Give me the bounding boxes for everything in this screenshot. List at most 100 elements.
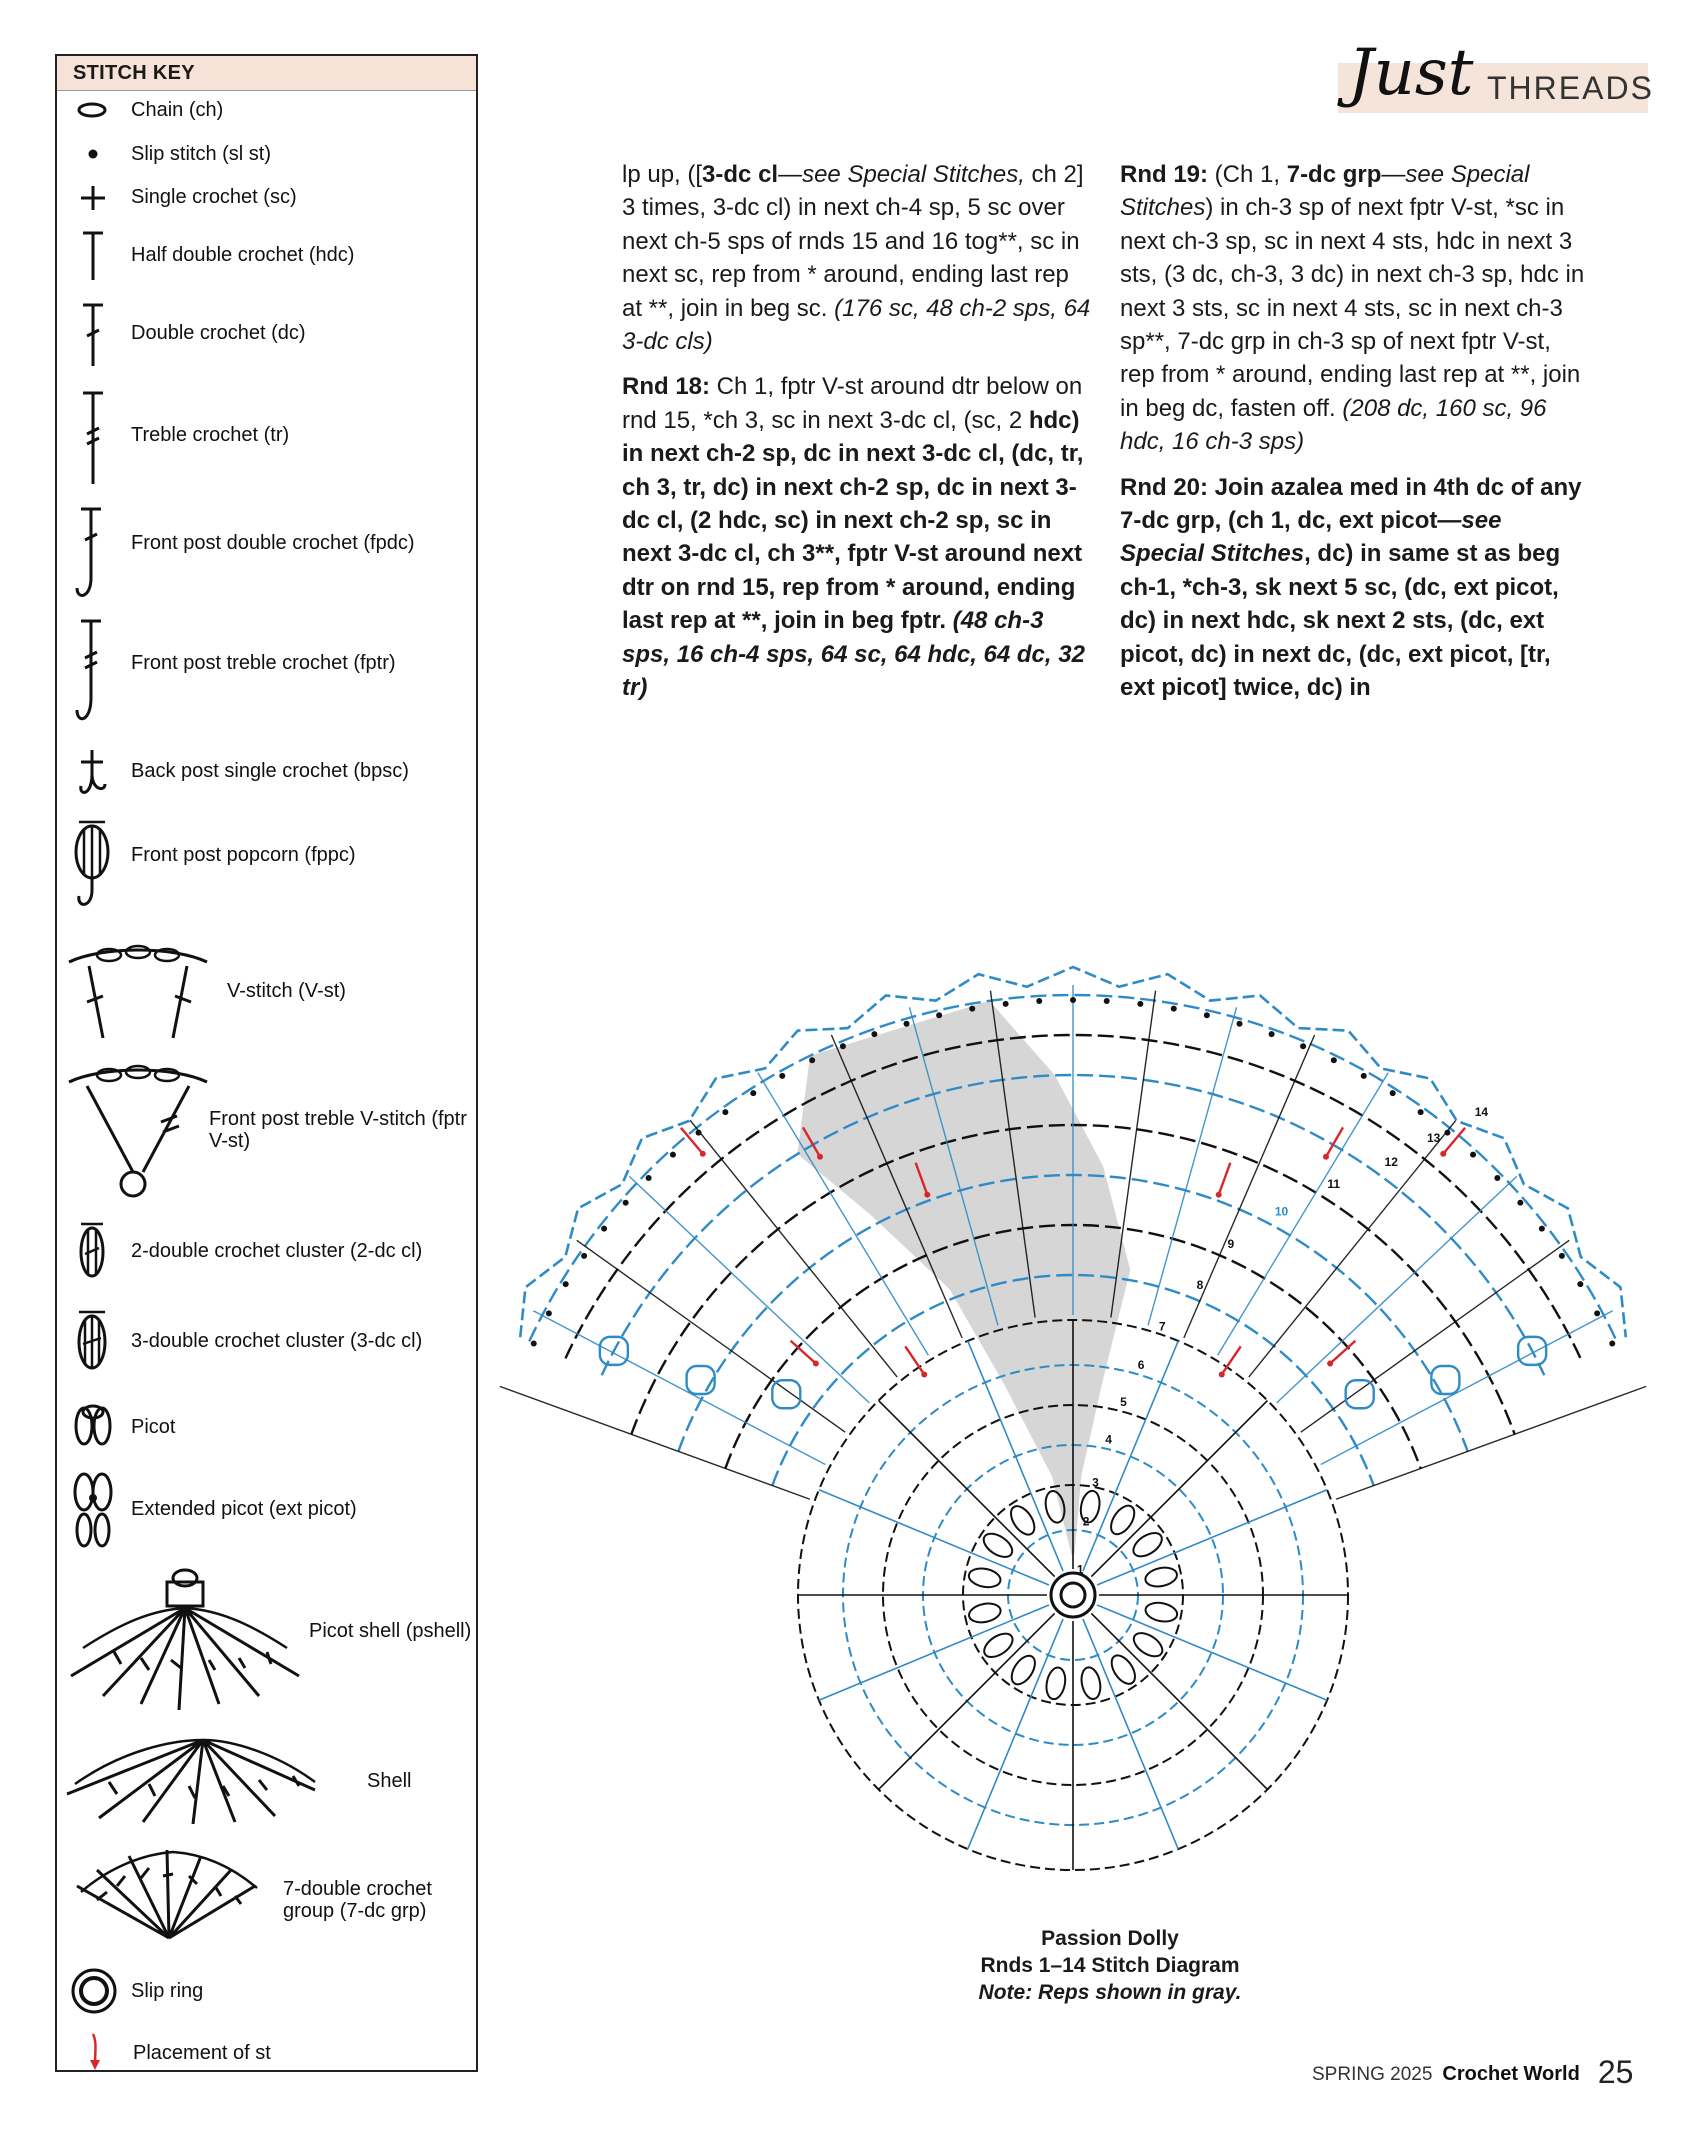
key-item-3-dc-cluster: 3-double crochet cluster (3-dc cl) bbox=[57, 1306, 476, 1378]
slip-stitch-dot bbox=[936, 1012, 943, 1019]
key-item-hdc: Half double crochet (hdc) bbox=[57, 226, 476, 286]
placement-arrow bbox=[801, 1126, 822, 1158]
slip-stitch-dot bbox=[545, 1310, 552, 1317]
outer-spoke bbox=[499, 1385, 811, 1500]
placement-arrow bbox=[1324, 1126, 1345, 1158]
outer-spoke bbox=[989, 990, 1036, 1318]
repeat-wedge bbox=[797, 1000, 1131, 1555]
slip-stitch-dot bbox=[1609, 1340, 1616, 1347]
picot-mark bbox=[771, 1379, 802, 1410]
footer-magazine: Crochet World bbox=[1442, 2063, 1580, 2085]
slip-stitch-dot bbox=[1103, 997, 1110, 1004]
spoke bbox=[1096, 1604, 1328, 1701]
key-item-placement: Placement of st bbox=[57, 2032, 476, 2072]
post-hook-two-slash-icon bbox=[75, 619, 101, 721]
placement-arrow-tip bbox=[699, 1150, 706, 1157]
extended-picot-icon bbox=[73, 1472, 113, 1548]
slip-stitch-dot bbox=[750, 1090, 757, 1097]
placement-arrow bbox=[1217, 1162, 1232, 1196]
spoke bbox=[1090, 1399, 1269, 1578]
round-label-2: 2 bbox=[1083, 1515, 1090, 1529]
popcorn-mark bbox=[1132, 1532, 1163, 1558]
slip-stitch-dot bbox=[645, 1174, 652, 1181]
pattern-column-left: lp up, ([3-dc cl—see Special Stitches, c… bbox=[622, 158, 1092, 717]
slip-stitch-dot bbox=[1577, 1281, 1584, 1288]
repeat-gray-area bbox=[797, 1000, 1131, 1555]
slip-stitch-dot bbox=[839, 1043, 846, 1050]
key-item-extended-picot: Extended picot (ext picot) bbox=[57, 1466, 476, 1552]
placement-arrow-tip bbox=[817, 1153, 823, 1160]
placement-arrow-tip bbox=[924, 1191, 931, 1198]
section-tag-script: Just bbox=[1348, 36, 1474, 110]
outer-spoke bbox=[830, 1034, 963, 1339]
slip-stitch-dot bbox=[562, 1281, 569, 1288]
v-stitch-icon bbox=[68, 944, 208, 1039]
picot-shell-icon bbox=[70, 1568, 300, 1710]
key-item-fptr-v-stitch: Front post treble V-stitch (fptr V-st) bbox=[57, 1056, 476, 1206]
outer-round-arc bbox=[600, 1073, 1546, 1376]
three-dc-cluster-icon bbox=[77, 1310, 107, 1370]
slip-stitch-dot bbox=[1070, 997, 1076, 1003]
slip-stitch-dot bbox=[530, 1340, 537, 1347]
outer-round-arc bbox=[771, 1273, 1375, 1486]
spoke bbox=[877, 1612, 1056, 1791]
chain-oval-icon bbox=[77, 102, 107, 118]
popcorn-mark bbox=[967, 1567, 1002, 1589]
round-label-8: 8 bbox=[1197, 1278, 1204, 1292]
slip-stitch-dot bbox=[1558, 1252, 1565, 1259]
key-item-bpsc: Back post single crochet (bpsc) bbox=[57, 744, 476, 804]
placement-arrow-tip bbox=[1327, 1360, 1334, 1367]
popcorn-mark bbox=[1044, 1490, 1066, 1524]
placement-arrow-tip bbox=[1215, 1191, 1222, 1198]
popcorn-mark bbox=[1080, 1666, 1102, 1700]
key-item-slip-stitch: Slip stitch (sl st) bbox=[57, 134, 476, 174]
spoke bbox=[967, 1618, 1064, 1850]
round-label-3: 3 bbox=[1092, 1476, 1099, 1490]
round-label-13: 13 bbox=[1427, 1131, 1441, 1145]
slip-stitch-dot bbox=[622, 1199, 629, 1206]
slip-stitch-dot bbox=[1389, 1090, 1396, 1097]
outer-spoke bbox=[1335, 1385, 1647, 1500]
pattern-rnd-20: Rnd 20: Join azalea med in 4th dc of any… bbox=[1120, 473, 1582, 702]
key-item-chain: Chain (ch) bbox=[57, 90, 476, 130]
outer-spoke bbox=[1147, 1007, 1238, 1326]
slip-stitch-dot bbox=[1002, 1000, 1009, 1007]
t-bar-icon bbox=[83, 231, 103, 280]
round-label-7: 7 bbox=[1159, 1320, 1166, 1334]
key-item-7-dc-group: 7-double crochet group (7-dc grp) bbox=[57, 1838, 476, 1948]
two-dc-cluster-icon bbox=[79, 1222, 105, 1278]
diagram-caption-note: Note: Reps shown in gray. bbox=[978, 1981, 1242, 2004]
outer-spoke bbox=[1320, 1310, 1614, 1466]
slip-stitch-dot bbox=[1538, 1225, 1545, 1232]
spoke bbox=[1090, 1612, 1269, 1791]
slip-stitch-dot bbox=[1444, 1129, 1451, 1136]
page-number: 25 bbox=[1597, 2054, 1634, 2090]
key-item-tr: Treble crochet (tr) bbox=[57, 386, 476, 486]
popcorn-mark bbox=[1010, 1505, 1036, 1536]
slip-stitch-dot bbox=[1594, 1310, 1601, 1317]
section-tag-band bbox=[1338, 63, 1648, 113]
pattern-rnd-19: Rnd 19: (Ch 1, 7-dc grp—see Special Stit… bbox=[1120, 161, 1585, 456]
slip-stitch-dot bbox=[1330, 1057, 1337, 1064]
round-label-5: 5 bbox=[1120, 1395, 1127, 1409]
placement-arrow-tip bbox=[1218, 1371, 1225, 1378]
round-ring bbox=[1049, 1571, 1097, 1619]
popcorn-mark bbox=[1010, 1654, 1036, 1686]
placement-arrow bbox=[1442, 1126, 1467, 1155]
spoke bbox=[818, 1604, 1050, 1701]
popcorn-mark bbox=[1144, 1601, 1179, 1623]
slip-stitch-dot bbox=[809, 1057, 816, 1064]
plus-icon bbox=[81, 186, 105, 210]
spoke bbox=[967, 1340, 1064, 1572]
t-two-slash-icon bbox=[83, 391, 103, 484]
slip-stitch-dot bbox=[722, 1109, 729, 1116]
placement-arrow bbox=[904, 1345, 926, 1376]
stitch-key-panel: STITCH KEY Chain (ch) Slip stitch (sl st… bbox=[55, 54, 478, 2072]
diagram-caption-subtitle: Rnds 1–14 Stitch Diagram bbox=[980, 1954, 1240, 1977]
placement-arrows bbox=[679, 1126, 1467, 1378]
slip-stitch-dot bbox=[695, 1129, 702, 1136]
placement-arrow bbox=[1220, 1345, 1242, 1376]
picot-mark bbox=[685, 1364, 716, 1396]
key-item-fppc: Front post popcorn (fppc) bbox=[57, 816, 476, 912]
slip-stitch-dot bbox=[1417, 1109, 1424, 1116]
